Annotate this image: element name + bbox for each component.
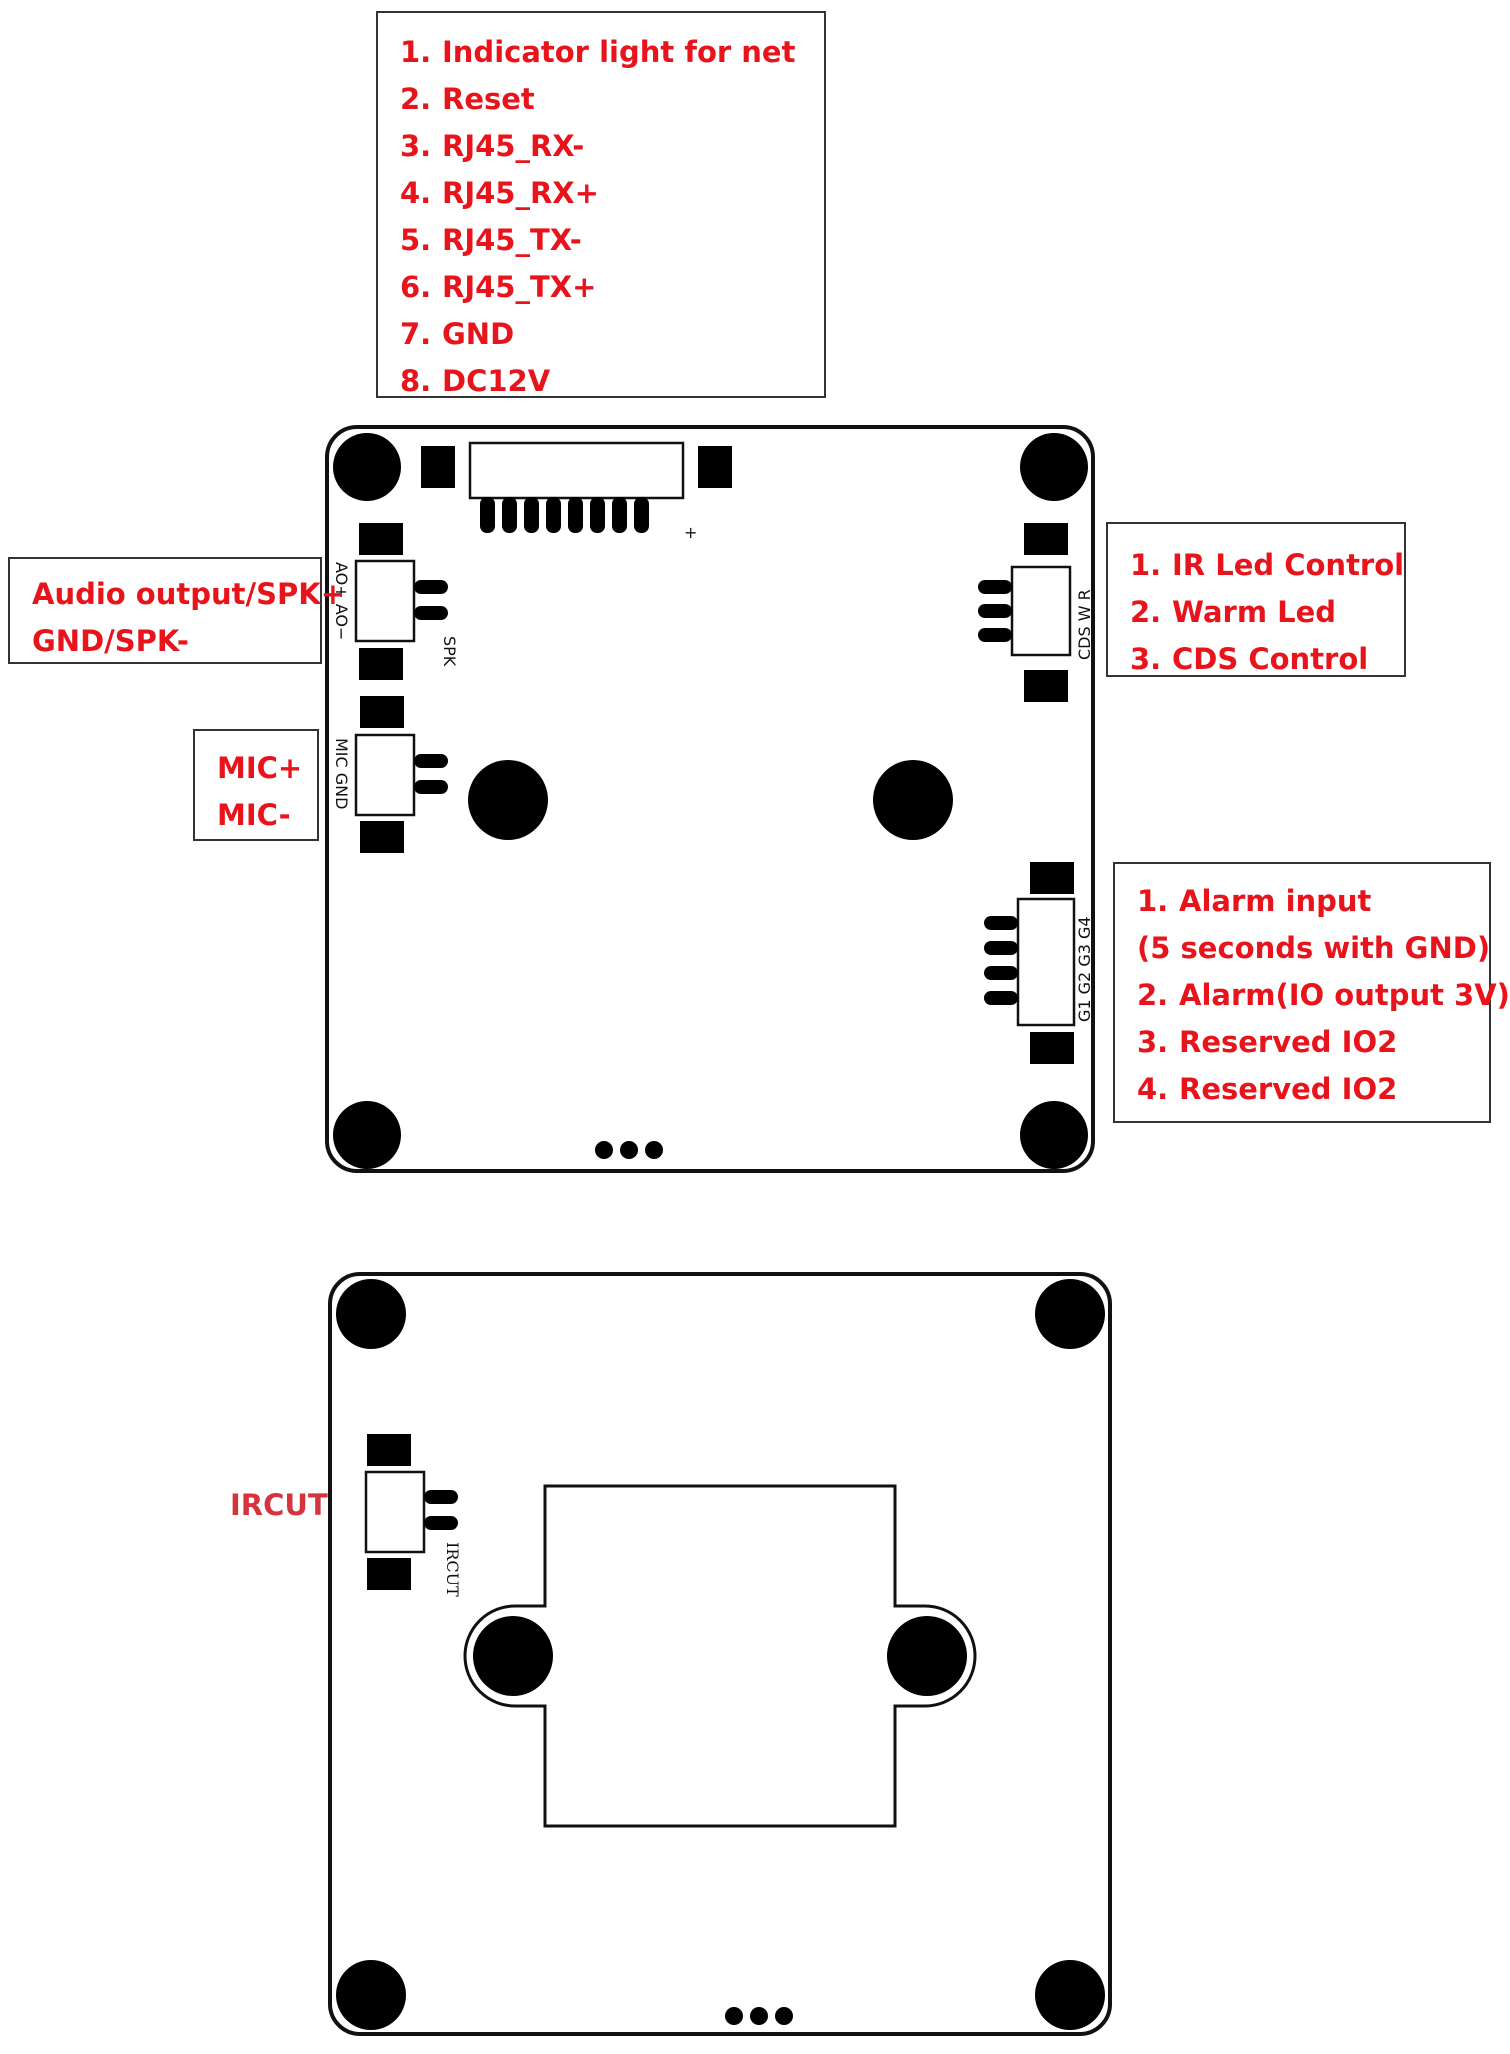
mount-hole — [336, 1279, 406, 1349]
alarm-item: 1.Alarm input — [1137, 884, 1372, 918]
pin-item: 6.RJ45_TX+ — [400, 270, 597, 304]
bottom-board: IRCUT — [328, 1272, 1112, 2036]
mount-hole — [873, 760, 953, 840]
ircut-pcb-label: IRCUT — [443, 1542, 462, 1597]
mic-line-2: MIC- — [217, 798, 291, 832]
mount-hole — [887, 1616, 967, 1696]
mic-line-1: MIC+ — [217, 751, 303, 785]
pin-item: 2.Reset — [400, 82, 535, 116]
pin-item: 4.RJ45_RX+ — [400, 176, 599, 210]
pin-item: 7.GND — [400, 317, 515, 351]
connector-ircut: IRCUT — [364, 1434, 462, 1597]
mic-callout: MIC+ MIC- — [193, 729, 319, 841]
led-item: 2.Warm Led — [1130, 595, 1337, 629]
bottom-board-outline — [328, 1272, 1112, 2036]
dot — [750, 2007, 768, 2025]
mic-gnd-label: MIC GND — [332, 738, 351, 809]
plus-mark: + — [684, 523, 697, 542]
pin-item: 8.DC12V — [400, 364, 551, 398]
ircut-label: IRCUT — [230, 1488, 328, 1522]
alarm-callout: 1.Alarm input (5 seconds with GND) 2.Ala… — [1113, 862, 1510, 1123]
alarm-item-sub: (5 seconds with GND) — [1137, 931, 1491, 965]
mount-hole — [1020, 433, 1088, 501]
audio-line-2: GND/SPK- — [32, 624, 189, 658]
g1-g4-label: G1 G2 G3 G4 — [1075, 916, 1094, 1022]
alarm-item: 4.Reserved IO2 — [1137, 1072, 1398, 1106]
connector-8pin: + — [421, 441, 732, 542]
alarm-item: 2.Alarm(IO output 3V) — [1137, 978, 1510, 1012]
lens-mount-outline — [463, 1484, 977, 1828]
mount-hole — [333, 1101, 401, 1169]
audio-line-1: Audio output/SPK+ — [32, 577, 346, 611]
mount-hole — [1035, 1279, 1105, 1349]
top-board: + AO+ AO− SPK MIC GND — [325, 425, 1095, 1173]
dot — [645, 1141, 663, 1159]
audio-callout: Audio output/SPK+ GND/SPK- — [8, 557, 346, 664]
spk-label: SPK — [440, 636, 459, 667]
mount-hole — [473, 1616, 553, 1696]
cds-w-r-label: CDS W R — [1075, 589, 1094, 660]
dot — [620, 1141, 638, 1159]
connector-pinout-callout: 1.Indicator light for net 2.Reset 3.RJ45… — [376, 11, 826, 398]
mount-hole — [1035, 1960, 1105, 2030]
ao-label: AO+ AO− — [332, 562, 351, 640]
dot — [775, 2007, 793, 2025]
alarm-item: 3.Reserved IO2 — [1137, 1025, 1398, 1059]
led-item: 3.CDS Control — [1130, 642, 1369, 676]
mount-hole — [1020, 1101, 1088, 1169]
pin-item: 5.RJ45_TX- — [400, 223, 582, 257]
top-board-outline — [325, 425, 1095, 1173]
connector-mic: MIC GND — [332, 696, 448, 853]
mount-hole — [333, 433, 401, 501]
dot — [725, 2007, 743, 2025]
dot — [595, 1141, 613, 1159]
pin-item: 1.Indicator light for net — [400, 35, 796, 69]
pin-item: 3.RJ45_RX- — [400, 129, 585, 163]
connector-cds: CDS W R — [978, 523, 1094, 702]
mount-hole — [336, 1960, 406, 2030]
led-item: 1.IR Led Control — [1130, 548, 1405, 582]
connector-audio: AO+ AO− SPK — [332, 523, 459, 680]
mount-hole — [468, 760, 548, 840]
led-callout: 1.IR Led Control 2.Warm Led 3.CDS Contro… — [1106, 522, 1406, 677]
connector-alarm: G1 G2 G3 G4 — [984, 862, 1094, 1064]
